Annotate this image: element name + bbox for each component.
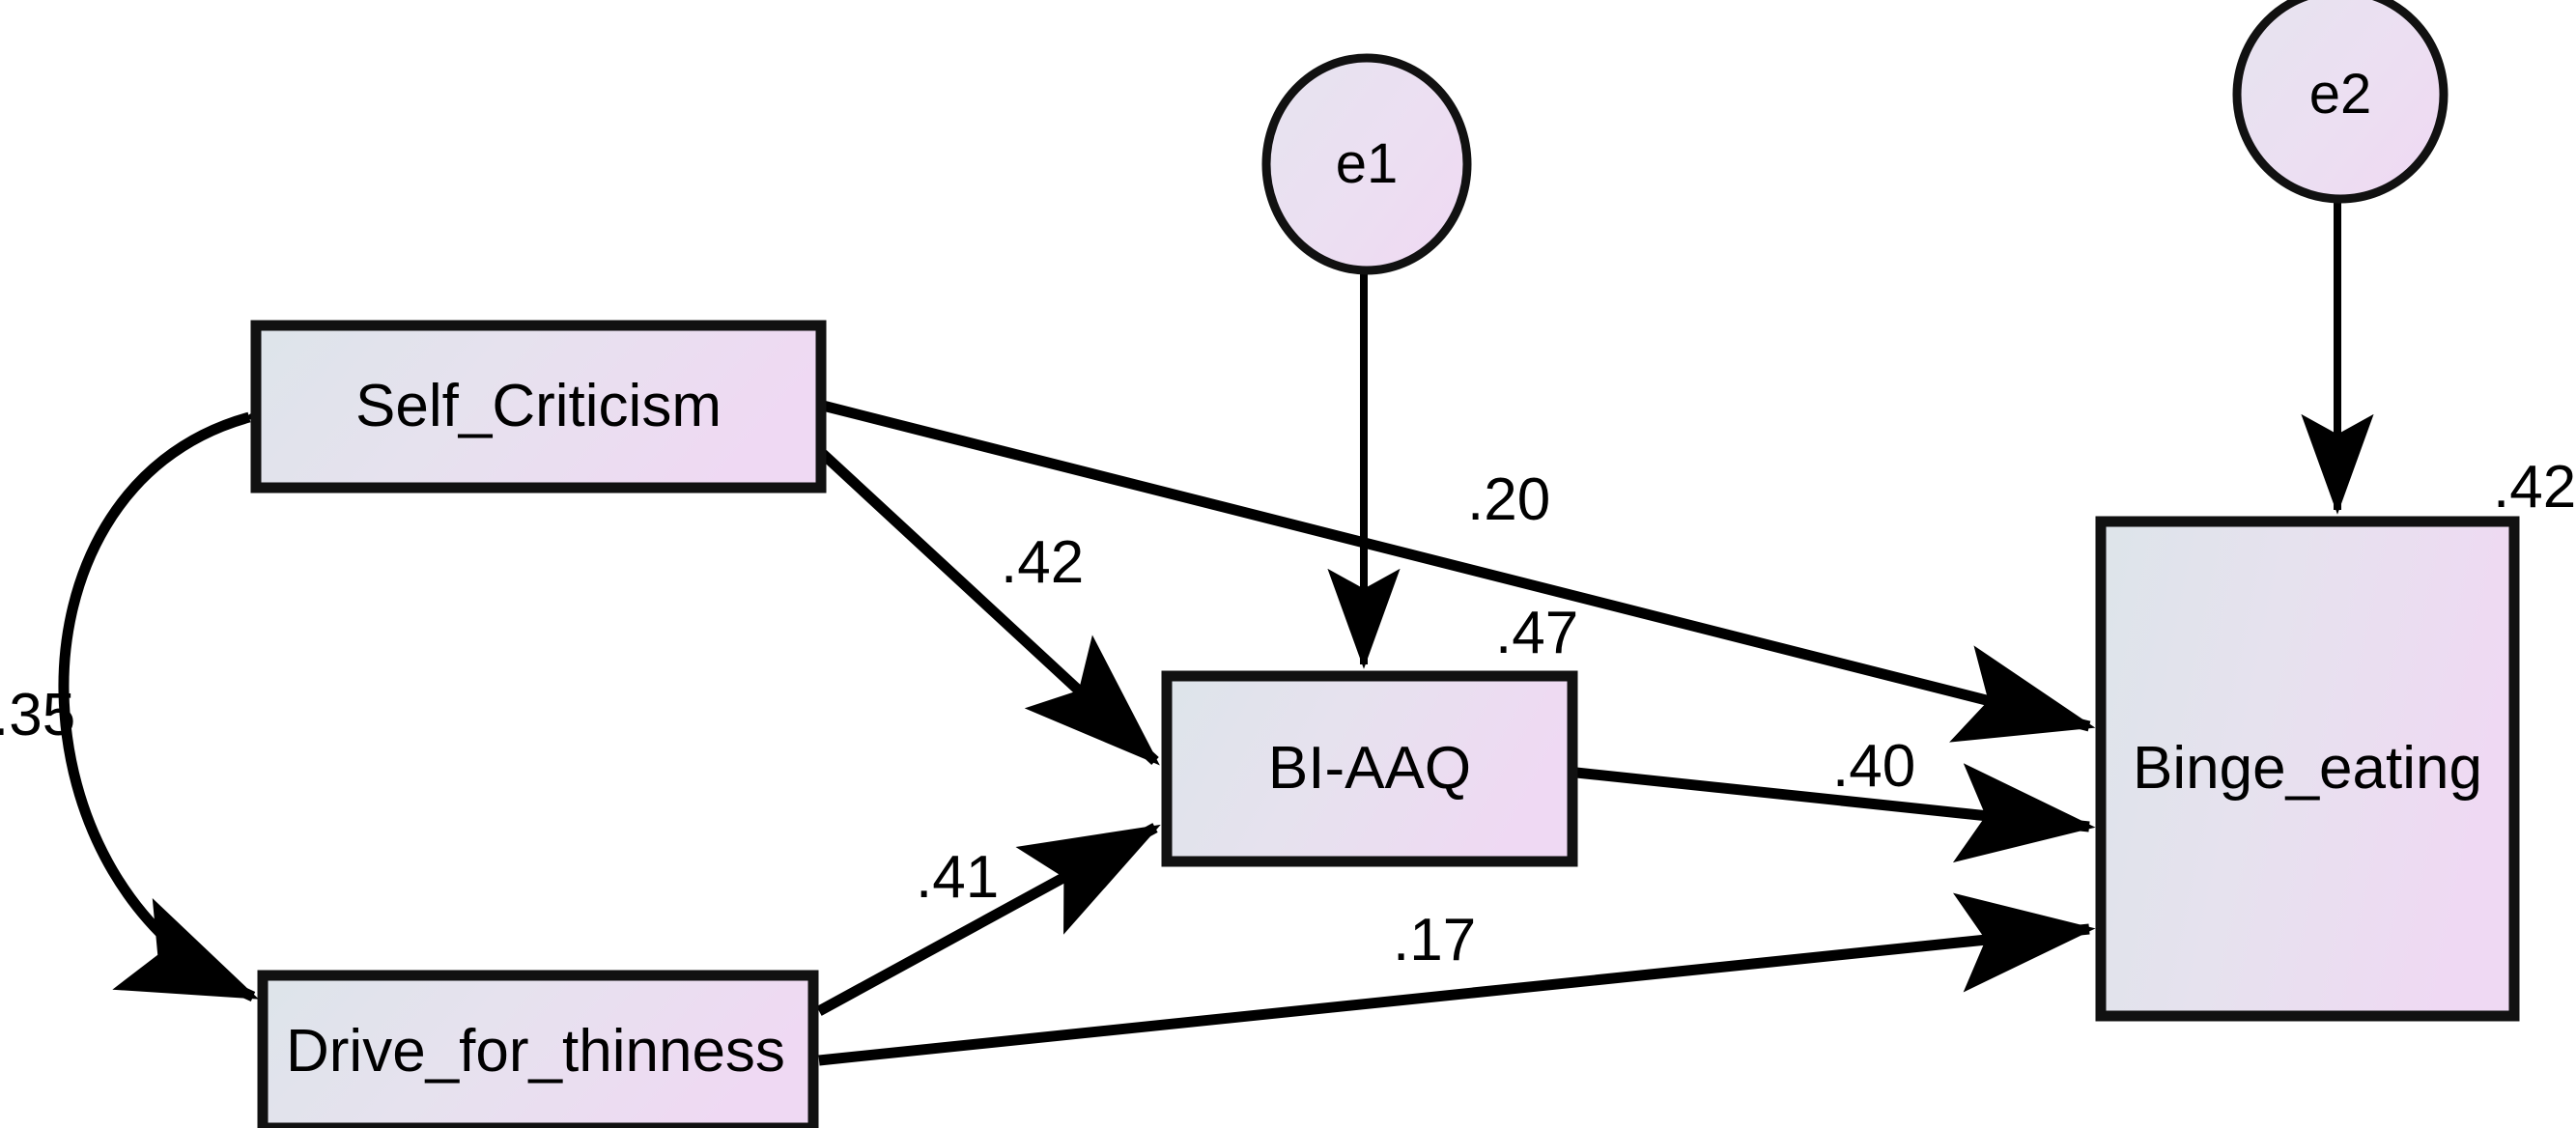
node-label-drive-for-thinness: Drive_for_thinness — [286, 975, 813, 1128]
node-label-drive-for-thinness-clip: Drive_for_thinness — [263, 975, 813, 1128]
path-arrow-bi-aaq-to-binge-eating — [1575, 763, 2096, 863]
path-arrow-drive-for-thinness-to-binge-eating — [818, 892, 2096, 1066]
node-box-self-criticism[interactable] — [250, 320, 827, 494]
node-box-bi-aaq[interactable] — [1161, 670, 1578, 867]
covariance-arrow-self-criticism-drive-for-thinness — [58, 333, 390, 1002]
node-ellipse-e2[interactable] — [2232, 0, 2449, 204]
path-arrow-drive-for-thinness-to-bi-aaq — [816, 823, 1161, 1016]
node-box-binge-eating[interactable] — [2095, 516, 2520, 1022]
node-ellipse-e1[interactable] — [1261, 53, 1472, 275]
path-arrow-self-criticism-to-bi-aaq — [819, 449, 1160, 766]
node-label-drive-for-thinness-text: Drive_for_thinness — [286, 1018, 785, 1085]
node-box-drive-for-thinness[interactable] — [257, 970, 819, 1128]
path-arrow-self-criticism-to-binge-eating — [821, 400, 2096, 743]
